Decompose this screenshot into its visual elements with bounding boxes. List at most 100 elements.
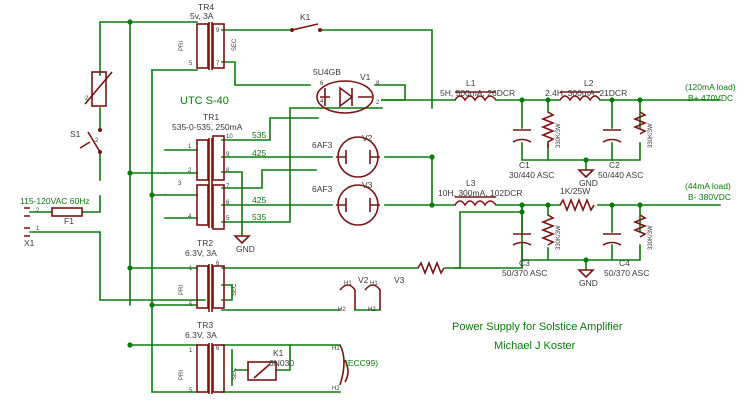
gnd-label-1: GND [236, 244, 255, 254]
v1-tube-type: 5U4GB [313, 67, 341, 77]
v2-tube-type: 6AF3 [312, 140, 333, 150]
tap-535-b: 535 [252, 212, 266, 222]
c1-spec: 30/440 ASC [509, 170, 554, 180]
fuse-f1 [51, 207, 83, 217]
schematic-author: Michael J Koster [494, 340, 576, 352]
capacitor-c2 [602, 129, 622, 143]
l1-name: L1 [466, 78, 476, 88]
v3-name: V3 [362, 180, 373, 190]
k1-relay-part: 6N030 [269, 358, 294, 368]
gnd-label-2: GND [579, 178, 598, 188]
r-label-2: 330K/3W [648, 123, 654, 148]
f1-label: F1 [64, 216, 74, 226]
tube-v3 [336, 184, 380, 226]
c3-spec: 50/370 ASC [502, 268, 547, 278]
tap-425-b: 425 [252, 195, 266, 205]
tr4-name: TR4 [198, 2, 214, 12]
l2-spec: 2.4H, 300mA, 21DCR [545, 88, 627, 98]
tr3-sec-tag: SEC [232, 367, 238, 380]
heater-v2-label: V2 [358, 275, 369, 285]
pin-tr4-5: 5 [189, 61, 193, 67]
c3-name: C3 [519, 258, 530, 268]
pin-tr1-5: 5 [226, 216, 230, 222]
transformer-tr3 [196, 343, 225, 394]
switch-s1 [79, 128, 102, 154]
labels: TR4 5v, 3A K1 5U4GB V1 L1 5H, 500mA, 26D… [20, 2, 736, 394]
c2-spec: 50/440 ASC [598, 170, 643, 180]
choke-l1 [454, 91, 497, 102]
tr1-name: TR1 [203, 112, 219, 122]
pin-tr1-7: 7 [226, 184, 230, 190]
h1-v3: H1 [370, 281, 378, 287]
transformer-tr1 [196, 135, 225, 230]
heater-v3-label: V3 [394, 275, 405, 285]
v1-name: V1 [360, 72, 371, 82]
tr3-pri-tag: PRI [179, 370, 185, 380]
k1-switch-label: K1 [300, 12, 311, 22]
pin-tr3-1: 1 [189, 348, 193, 354]
pin-s1-2: 2 [95, 138, 99, 144]
relay-contact-k1 [290, 23, 322, 32]
pin-tr1-3: 3 [178, 181, 182, 187]
tube-v2 [336, 136, 380, 178]
pin-v1-2: 2 [376, 100, 380, 106]
h1-ecc99: H1 [332, 346, 340, 352]
c4-spec: 50/370 ASC [604, 268, 649, 278]
s1-label: S1 [70, 129, 81, 139]
thermistor [84, 71, 113, 107]
tube-v1 [316, 80, 374, 114]
resistors [417, 111, 648, 276]
load1-voltage: B+ 470VDC [688, 93, 733, 103]
gnd-label-3: GND [579, 278, 598, 288]
transformer-tr2 [196, 264, 225, 312]
r-label-3: 330K/3W [556, 225, 562, 250]
h2-v3: H2 [368, 307, 376, 313]
schematic-title: Power Supply for Solstice Amplifier [452, 321, 623, 333]
ecc99-label: (ECC99) [345, 358, 378, 368]
h1-v2: H1 [344, 281, 352, 287]
pin-tr2-6: 6 [216, 261, 220, 267]
pin-tr1-6: 6 [226, 200, 230, 206]
l3-spec: 10H, 300mA, 102DCR [438, 188, 523, 198]
load1-current: (120mA load) [685, 82, 736, 92]
l1-spec: 5H, 500mA, 26DCR [440, 88, 515, 98]
load2-current: (44mA load) [685, 181, 731, 191]
junction-dots [127, 19, 643, 348]
pin-v1-8: 8 [376, 81, 380, 87]
tr4-rating: 5v, 3A [190, 11, 214, 21]
pin-tr2-5: 5 [189, 302, 193, 308]
pin-tr1-10: 10 [226, 134, 233, 140]
tr2-sec-tag: SEC [232, 283, 238, 296]
x1-label: X1 [24, 238, 35, 248]
capacitor-c3 [512, 233, 532, 246]
h2-ecc99: H2 [332, 386, 340, 392]
mains-label: 115-120VAC 60Hz [20, 196, 90, 206]
l2-name: L2 [584, 78, 594, 88]
tap-425-a: 425 [252, 148, 266, 158]
tr3-rating: 6.3V, 3A [185, 330, 217, 340]
wiring [29, 21, 721, 393]
pin-v1-6: 6 [320, 81, 324, 87]
r-1k-label: 1K/25W [560, 186, 590, 196]
c1-name: C1 [519, 160, 530, 170]
pin-tr1-1: 1 [188, 144, 192, 150]
mains-connector-x1 [24, 207, 30, 237]
pin-tr1-2: 2 [188, 168, 192, 174]
pin-x1-1: 1 [36, 226, 40, 232]
transformer-tr4 [196, 22, 225, 70]
capacitor-c4 [602, 233, 622, 246]
c2-name: C2 [609, 160, 620, 170]
tr2-rating: 6.3V, 3A [185, 248, 217, 258]
l3-name: L3 [466, 178, 476, 188]
tr2-name: TR2 [197, 238, 213, 248]
c4-name: C4 [619, 258, 630, 268]
pin-tr4-9: 9 [216, 28, 220, 34]
h2-v2: H2 [338, 307, 346, 313]
pin-tr1-8: 8 [226, 168, 230, 174]
tr3-name: TR3 [197, 320, 213, 330]
r-label-4: 330K/3W [648, 225, 654, 250]
choke-l3 [454, 196, 497, 207]
tr1-rating: 535-0-535, 250mA [172, 122, 243, 132]
pin-tr3-6: 6 [216, 346, 220, 352]
